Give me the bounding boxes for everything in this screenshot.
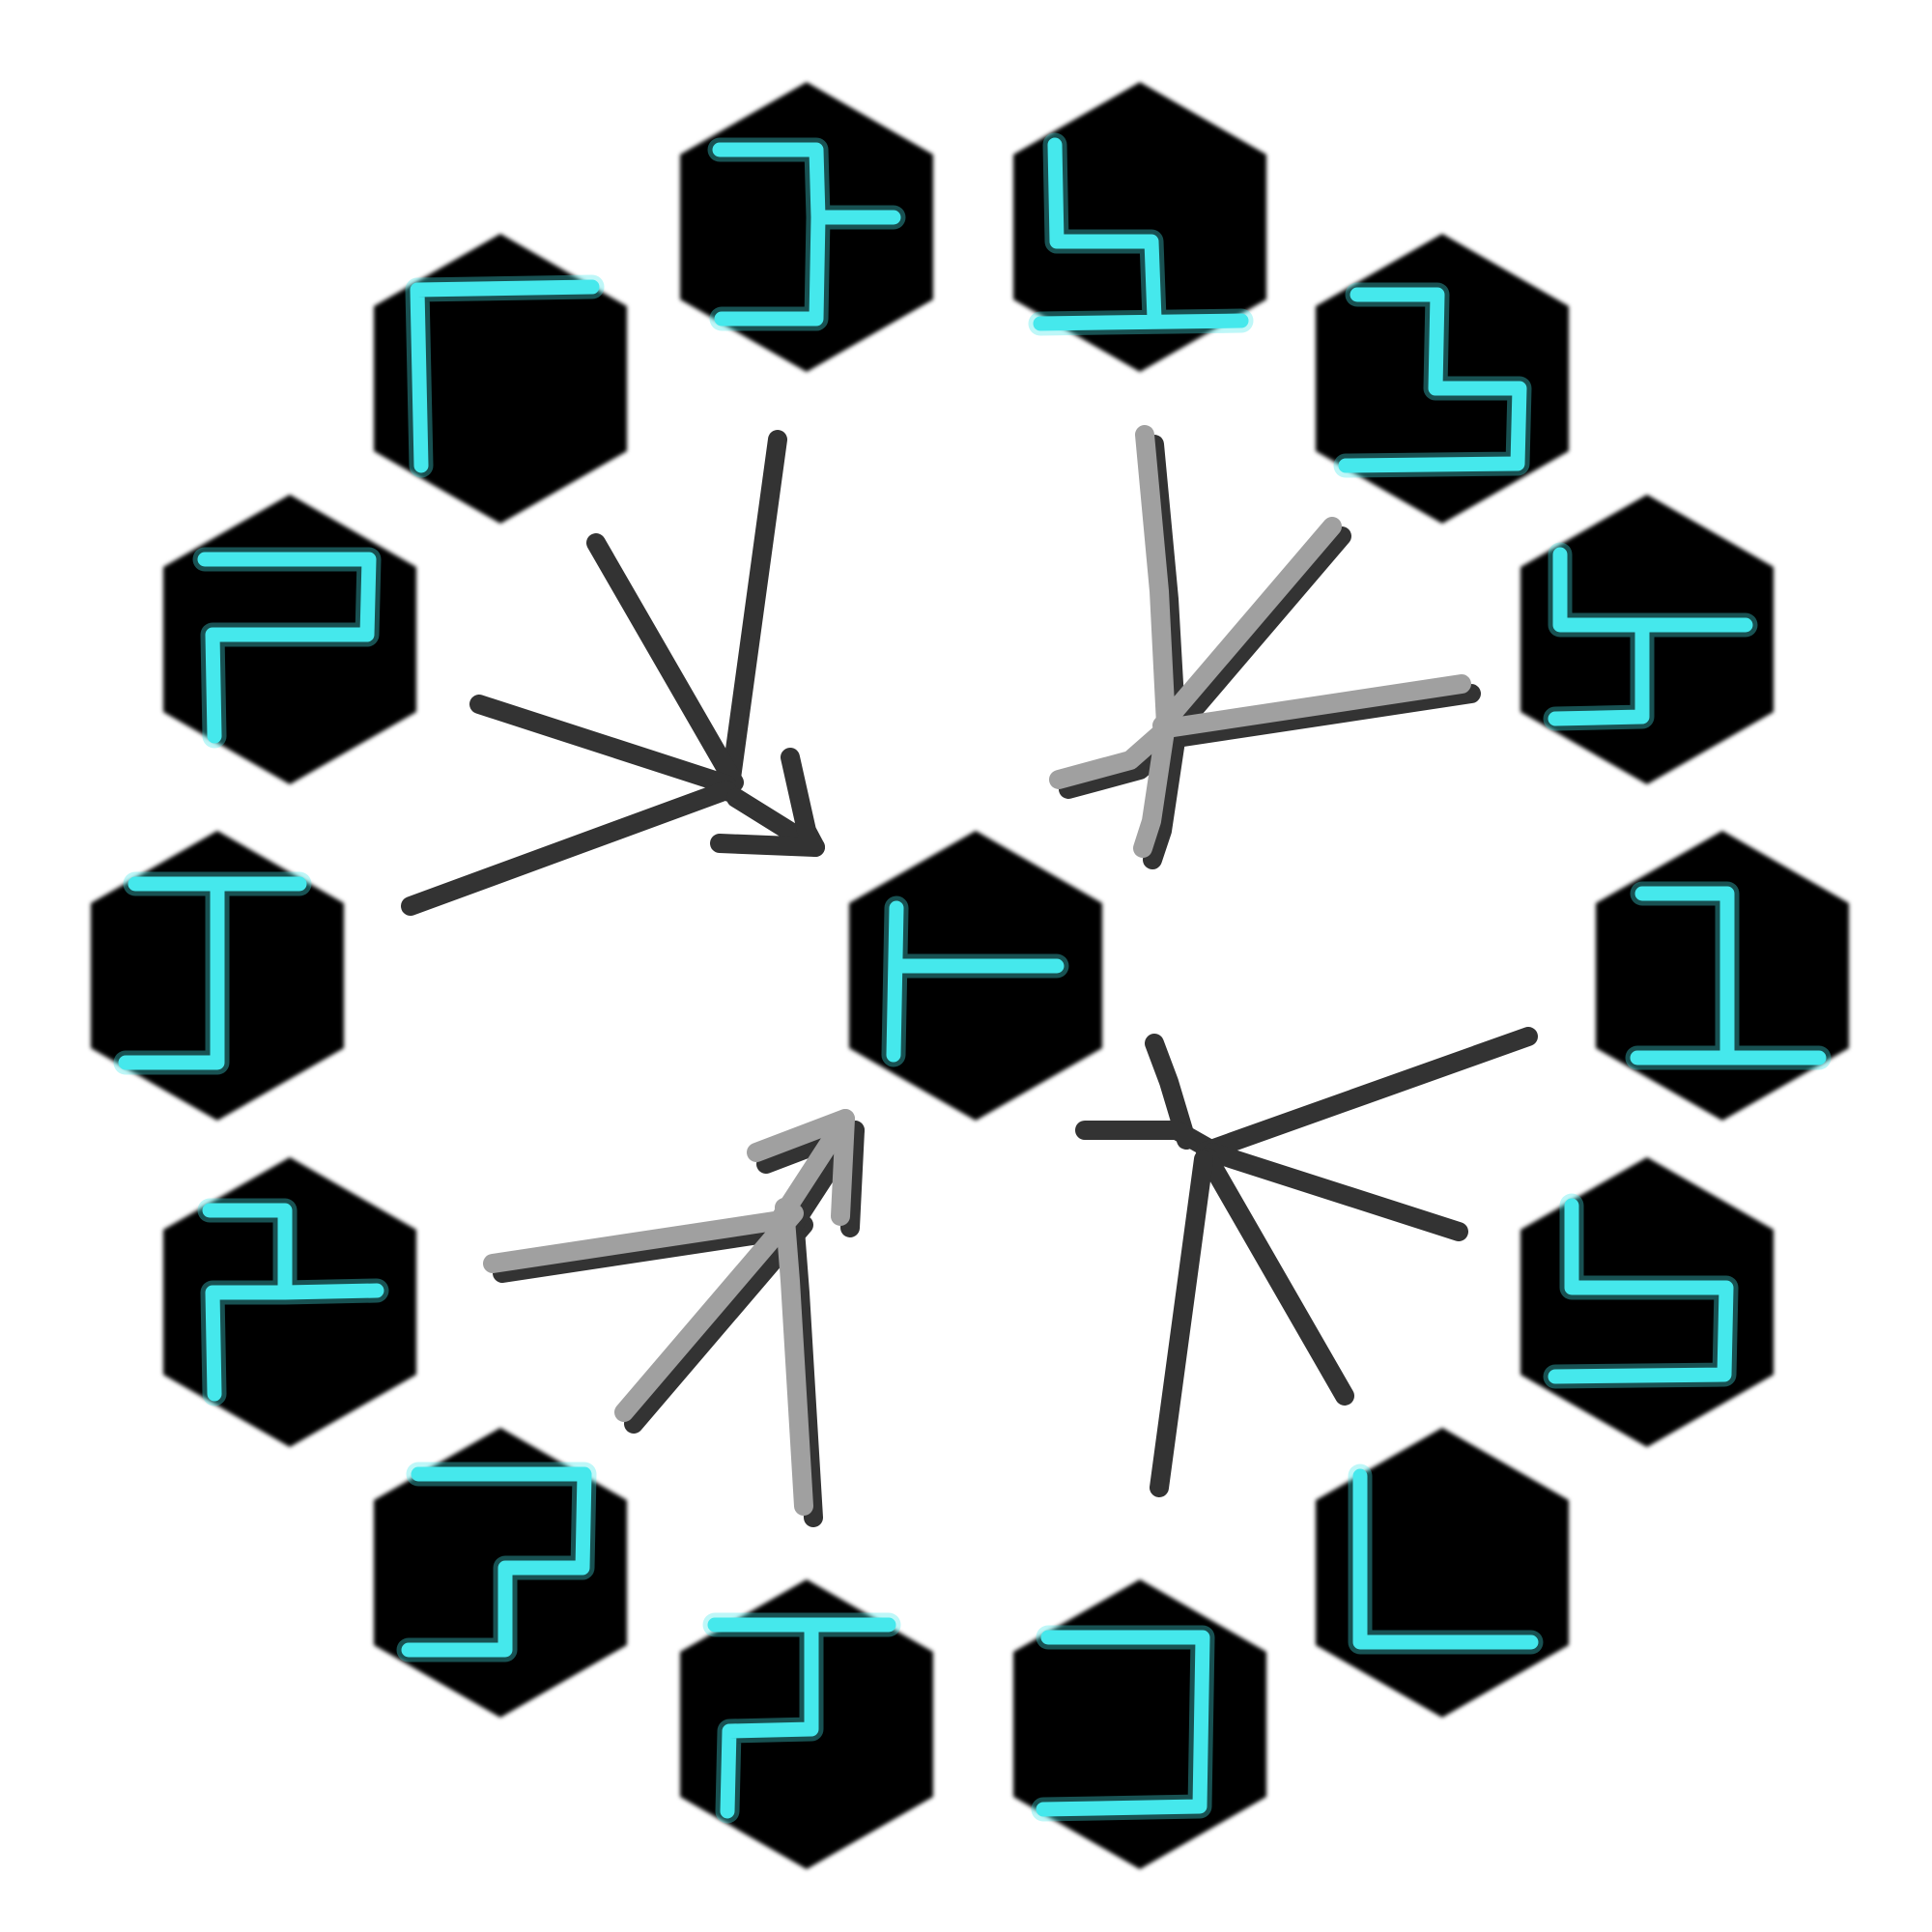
glyph-5	[1630, 886, 1827, 1065]
glyph-11	[202, 1203, 384, 1402]
arrow-line	[1152, 517, 1342, 735]
glyph-10	[401, 1466, 592, 1658]
arrow-line	[1167, 684, 1481, 748]
arrow-group-bottom-right	[1075, 1027, 1538, 1497]
glyph-7	[1352, 1468, 1539, 1650]
arrow-head	[747, 1109, 855, 1226]
arrow-line	[1157, 674, 1471, 738]
arrow-group-top-right	[1049, 425, 1481, 869]
glyph-4	[1548, 547, 1753, 726]
hexagon-tile	[1013, 1579, 1266, 1869]
arrow-line	[469, 695, 736, 794]
arrow-main	[1049, 425, 1471, 858]
arrow-line	[1203, 1143, 1468, 1241]
tile-upper-right-2	[1520, 495, 1774, 784]
arrow-line	[1049, 723, 1172, 789]
tile-left	[91, 831, 344, 1121]
glyph-8	[1036, 1630, 1210, 1817]
arrow-line	[1162, 526, 1351, 745]
arrow-head	[710, 748, 825, 857]
glyph-2	[1033, 137, 1249, 331]
arrow-line	[624, 1215, 813, 1434]
arrow-group-bottom-left	[483, 1109, 865, 1527]
arrow-line	[1150, 1150, 1213, 1497]
tile-upper-left-1	[374, 234, 627, 524]
arrow-line	[1198, 1148, 1354, 1406]
tile-upper-right-1	[1316, 234, 1569, 524]
glyph-1	[712, 142, 901, 327]
glyph-3	[1338, 287, 1527, 473]
tile-upper-left-2	[163, 495, 416, 784]
glyph-6	[1548, 1198, 1734, 1384]
tile-lower-right-2	[1316, 1428, 1569, 1718]
arrow-line	[493, 1219, 807, 1283]
center-tile	[849, 831, 1102, 1121]
tile-lower-right-1	[1520, 1157, 1774, 1447]
tile-top-left	[680, 82, 933, 372]
arrow-main	[483, 1109, 855, 1516]
glyph-center	[886, 900, 1065, 1063]
glyph-13	[197, 552, 377, 744]
tile-bottom-right	[1013, 1579, 1266, 1869]
arrow-line	[483, 1209, 797, 1273]
arrow-line	[614, 1204, 804, 1422]
glyph-14	[410, 279, 600, 473]
arrow-line	[1145, 1034, 1196, 1150]
arrow-line	[720, 430, 787, 802]
arrow-shadow	[1059, 435, 1481, 869]
tile-bottom-left	[680, 1579, 933, 1869]
tile-top-right	[1013, 82, 1266, 372]
arrow-group-top-left	[401, 430, 825, 916]
arrow-line	[586, 533, 744, 792]
tile-lower-left-1	[163, 1157, 416, 1447]
arrow-line	[401, 781, 736, 916]
tile-lower-left-2	[374, 1428, 627, 1718]
glyph-9	[707, 1617, 896, 1819]
tile-right	[1596, 831, 1849, 1121]
arrow-head	[756, 1121, 865, 1237]
arrow-line	[775, 1198, 813, 1516]
arrow-line	[1196, 1027, 1538, 1161]
glyph-12	[118, 876, 307, 1070]
